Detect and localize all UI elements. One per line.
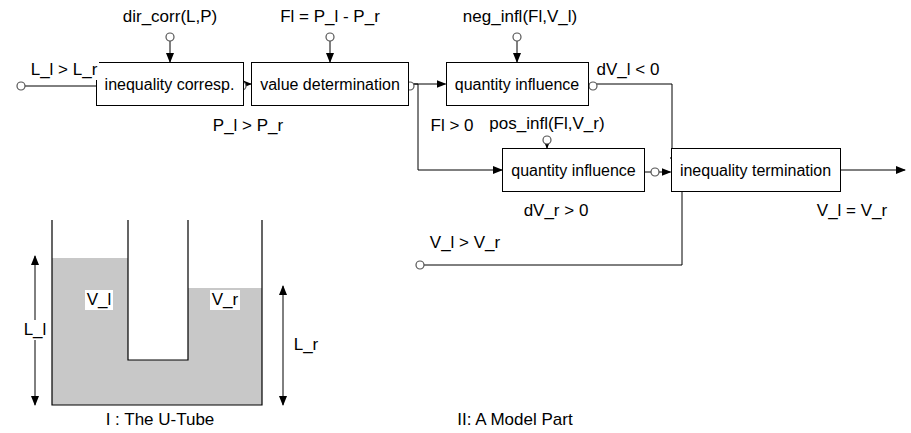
quantity-label: V_l [85, 290, 114, 310]
level-arrow [283, 286, 284, 405]
box-text: quantity influence [511, 161, 636, 180]
process-box: value determination [251, 62, 409, 106]
box-text: quantity influence [455, 75, 580, 94]
box-text: inequality termination [680, 161, 831, 180]
box-text: inequality corresp. [105, 75, 235, 94]
relation-label: P_l > P_r [211, 116, 285, 136]
relation-label: neg_infl(Fl,V_l) [461, 7, 579, 27]
fluid [52, 258, 262, 405]
port-dot [326, 33, 334, 41]
box-label: inequality termination [680, 161, 831, 180]
quantity-label: L_l [22, 320, 49, 340]
port-dot [166, 33, 174, 41]
relation-label: dV_r > 0 [522, 201, 591, 221]
u-tube-inner [128, 220, 188, 360]
relation-label: Fl > 0 [429, 116, 476, 136]
param-wire [330, 41, 331, 62]
port-dot [543, 136, 551, 144]
relation-label: V_l = V_r [815, 201, 889, 221]
relation-label: V_l > V_r [428, 233, 502, 253]
quantity-label: V_r [210, 290, 240, 310]
u-tube-outer [52, 220, 262, 405]
input-wire [420, 184, 694, 265]
process-box: quantity influence [446, 62, 589, 106]
relation-label: Fl = P_l - P_r [278, 7, 382, 27]
box-text: value determination [260, 75, 400, 94]
port-dot [651, 168, 659, 176]
relation-label: pos_infl(Fl,V_r) [487, 114, 606, 134]
box-label: quantity influence [511, 161, 636, 180]
box-label: quantity influence [455, 75, 580, 94]
port-dot [589, 82, 597, 90]
relation-label: L_l > L_r [29, 60, 100, 80]
relation-label: dir_corr(L,P) [121, 7, 219, 27]
param-wire [517, 41, 518, 62]
figure-caption: I : The U-Tube [104, 410, 217, 430]
port-dot [416, 261, 424, 269]
port-dot [513, 33, 521, 41]
port-dot [17, 82, 25, 90]
box-label: value determination [260, 75, 400, 94]
box-label: inequality corresp. [105, 75, 235, 94]
relation-label: dV_l < 0 [595, 60, 662, 80]
quantity-label: L_r [292, 335, 321, 355]
figure-caption: II: A Model Part [455, 410, 574, 430]
process-box: quantity influence [502, 148, 645, 192]
process-box: inequality corresp. [96, 62, 244, 106]
param-wire [170, 41, 171, 62]
process-box: inequality termination [671, 148, 841, 192]
